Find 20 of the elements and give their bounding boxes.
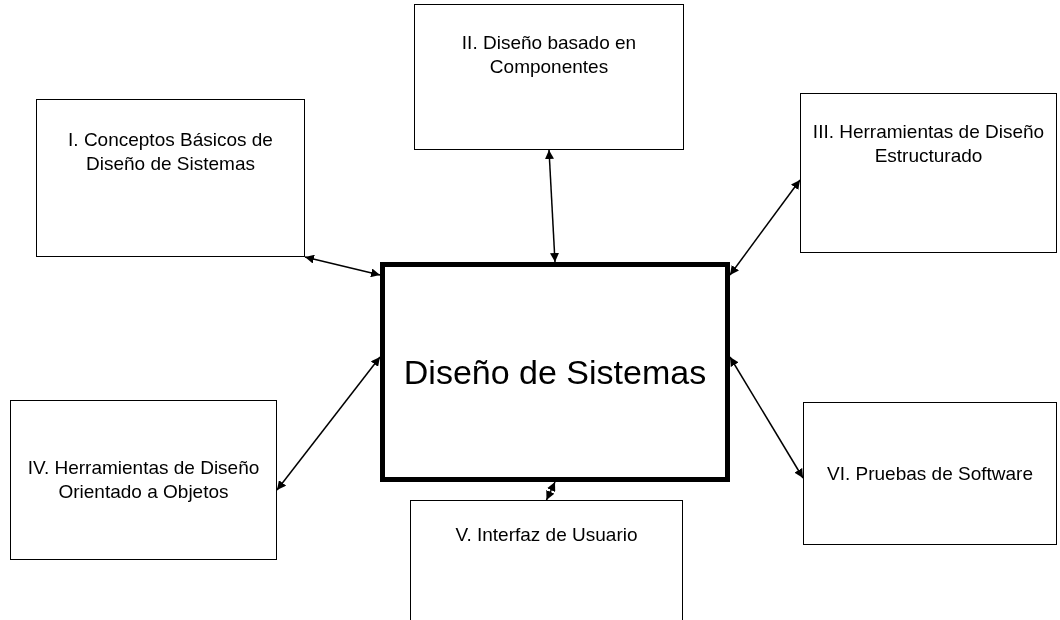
topic-box	[800, 93, 1057, 253]
topic-box	[410, 500, 683, 620]
double-arrow	[545, 481, 556, 501]
double-arrow	[729, 356, 804, 479]
topic-label: III. Herramientas de Diseño Estructurado	[811, 120, 1046, 168]
topic-box	[36, 99, 305, 257]
topic-label: IV. Herramientas de Diseño Orientado a Objetos	[26, 456, 261, 504]
central-topic-label: Diseño de Sistemas	[402, 352, 708, 393]
topic-box	[803, 402, 1057, 545]
topic-box	[10, 400, 277, 560]
double-arrow	[304, 254, 381, 278]
central-topic-box	[380, 262, 730, 482]
topic-label: V. Interfaz de Usuario	[454, 523, 639, 547]
topic-box	[414, 4, 684, 150]
topic-label: II. Diseño basado en Componentes	[460, 31, 638, 79]
topic-label: VI. Pruebas de Software	[826, 461, 1034, 486]
double-arrow	[276, 356, 381, 491]
double-arrow	[729, 179, 801, 276]
topic-label: I. Conceptos Básicos de Diseño de Sistemas	[67, 128, 274, 176]
double-arrow	[545, 149, 559, 263]
